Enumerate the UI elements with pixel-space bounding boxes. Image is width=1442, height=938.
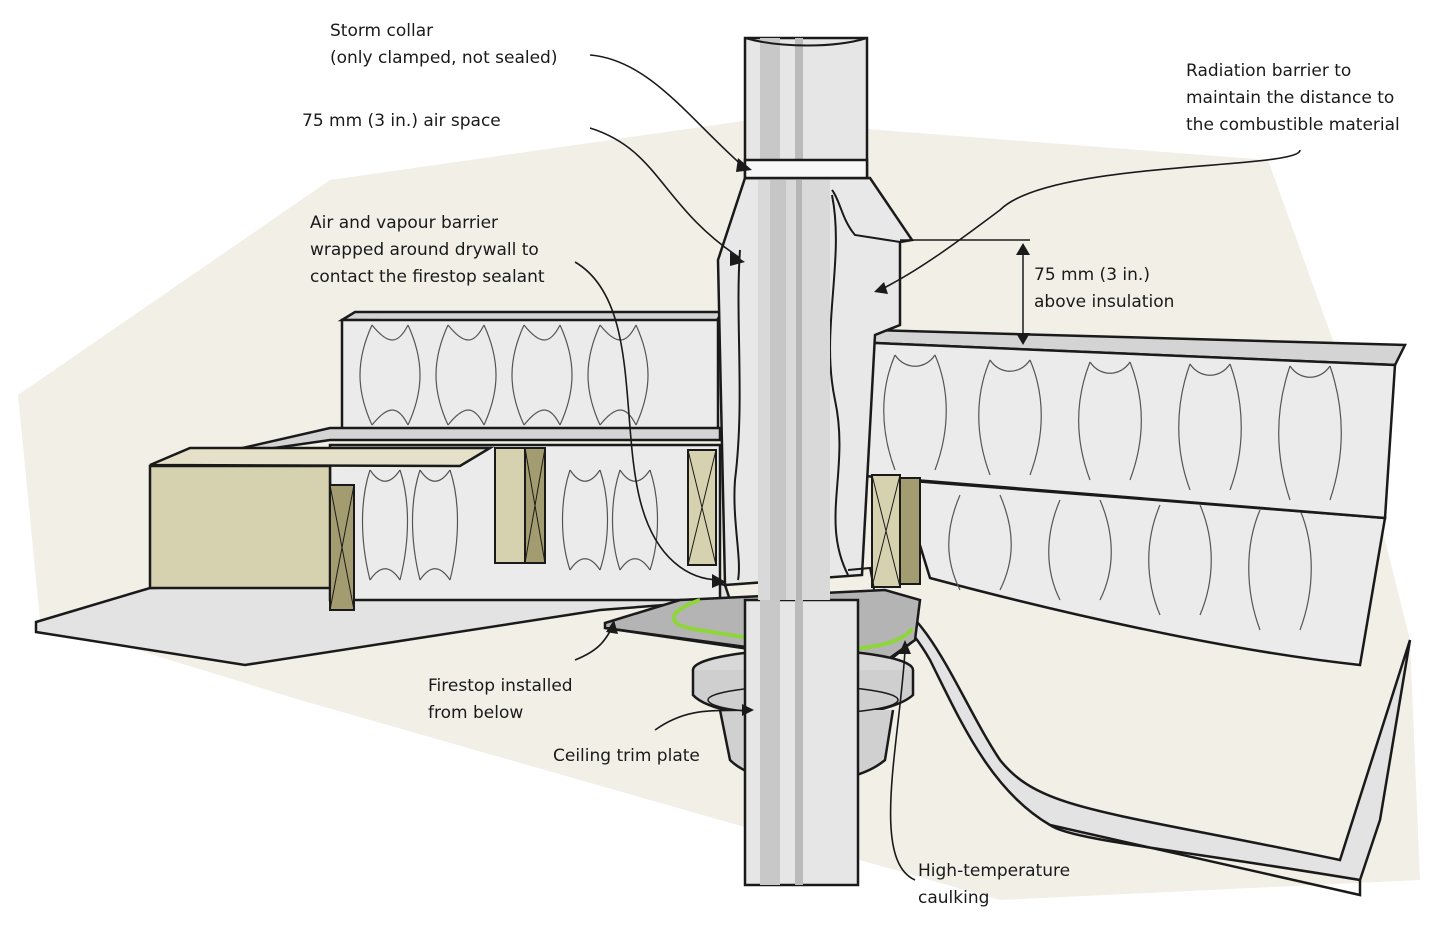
insulation-batt-upper-left <box>337 310 725 432</box>
leader-radiation-barrier <box>879 149 1301 291</box>
label-radiation-barrier: Radiation barrier to maintain the distan… <box>1186 58 1400 139</box>
label-storm-collar-line2: (only clamped, not sealed) <box>330 48 558 68</box>
label-caulking-line2: caulking <box>918 888 990 908</box>
insulation-batt-lower-right <box>898 478 1387 667</box>
label-trim-plate-line1: Ceiling trim plate <box>553 746 700 766</box>
label-vapour-barrier-line2: wrapped around drywall to <box>310 240 539 260</box>
label-storm-collar: Storm collar (only clamped, not sealed) <box>330 18 557 72</box>
label-caulking-line1: High-temperature <box>918 861 1071 881</box>
label-vapour-barrier-line3: contact the firestop sealant <box>310 267 545 287</box>
label-storm-collar-line1: Storm collar <box>330 21 434 41</box>
dimension-75mm <box>900 239 1030 345</box>
label-above-insulation: 75 mm (3 in.) above insulation <box>1034 262 1174 316</box>
joist-left <box>148 446 495 611</box>
label-vapour-barrier: Air and vapour barrier wrapped around dr… <box>310 210 545 291</box>
drywall-right <box>878 593 1412 882</box>
label-above-insulation-line1: 75 mm (3 in.) <box>1034 265 1150 285</box>
label-firestop: Firestop installed from below <box>428 673 573 727</box>
label-vapour-barrier-line1: Air and vapour barrier <box>310 213 499 233</box>
label-above-insulation-line2: above insulation <box>1034 292 1175 312</box>
joist-left-3 <box>687 449 717 566</box>
label-radiation-barrier-line3: the combustible material <box>1186 115 1400 135</box>
joist-left-2 <box>494 447 546 564</box>
chimney-pipe <box>743 36 869 887</box>
leader-arrowheads <box>606 158 911 716</box>
leader-air-space <box>589 127 741 259</box>
joist-right <box>871 474 921 588</box>
label-air-space: 75 mm (3 in.) air space <box>302 108 501 135</box>
label-radiation-barrier-line2: maintain the distance to <box>1186 88 1395 108</box>
label-air-space-line1: 75 mm (3 in.) air space <box>302 111 501 131</box>
leader-caulking <box>889 649 916 881</box>
label-radiation-barrier-line1: Radiation barrier to <box>1186 61 1352 81</box>
leader-vapour-barrier <box>574 261 721 581</box>
insulation-batt-lower-left <box>189 426 722 602</box>
label-caulking: High-temperature caulking <box>918 858 1070 912</box>
label-firestop-line2: from below <box>428 703 524 723</box>
leader-storm-collar <box>589 54 746 169</box>
label-firestop-line1: Firestop installed <box>428 676 573 696</box>
leader-trim-plate <box>654 709 749 731</box>
label-trim-plate: Ceiling trim plate <box>553 743 700 770</box>
